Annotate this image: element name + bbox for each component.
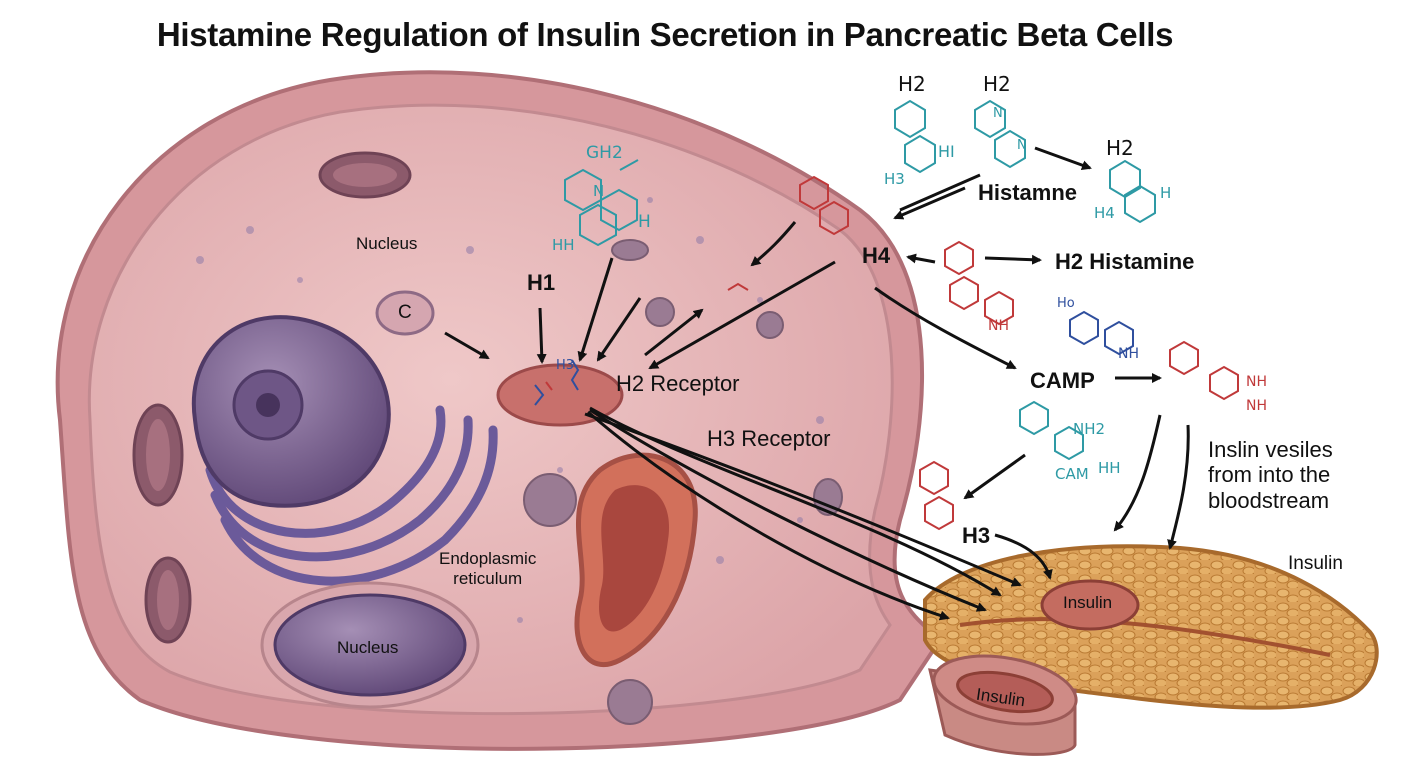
arrow-receptor-to-red	[644, 308, 704, 357]
chem-hi: HI	[938, 142, 955, 161]
chem-hh-teal: HH	[1098, 459, 1121, 477]
small-vesicles	[523, 239, 843, 725]
chem-n-center: N	[593, 182, 605, 200]
molecule-blue	[1069, 310, 1134, 356]
chem-h4-sub: H4	[1094, 204, 1115, 222]
arrow-h1-to-receptor	[536, 307, 547, 364]
nucleus-bottom-shape	[260, 581, 480, 709]
label-h4: H4	[862, 243, 891, 268]
chem-h3-small: H3	[556, 358, 575, 373]
label-camp: CAMP	[1030, 368, 1095, 393]
chem-h-right: H	[1160, 184, 1172, 202]
chem-nh-red: NH	[988, 318, 1009, 334]
chem-nh-red-3: NH	[1246, 398, 1267, 414]
endoplasmic-reticulum-shape	[205, 405, 498, 586]
molecule-teal-camp	[1019, 400, 1084, 461]
chem-hh: HH	[552, 236, 575, 254]
arrow-molecule-red-to-cell	[750, 221, 797, 267]
chem-h3-sub: H3	[884, 170, 905, 188]
label-insulin-pancreas: Insulin	[1063, 593, 1113, 612]
label-h2-receptor: H2 Receptor	[616, 371, 740, 396]
label-endoplasmic-reticulum: Endoplasmic reticulum	[439, 549, 537, 588]
arrow-receptor-to-pancreas-2	[589, 408, 987, 612]
label-h1: H1	[527, 270, 556, 295]
blood-vessel-shape	[928, 654, 1078, 756]
arrow-cell-molecule-to-receptor	[596, 297, 642, 362]
arrow-teal-to-h2	[1034, 146, 1092, 170]
label-insulin-right: Insulin	[1288, 553, 1343, 574]
chem-n-mid: N	[1017, 138, 1027, 153]
label-nucleus-top: Nucleus	[356, 234, 418, 253]
pathway-arrows	[444, 146, 1190, 621]
molecule-red	[727, 175, 1239, 531]
chem-nh-red-2: NH	[1246, 374, 1267, 390]
arrow-receptor-to-pancreas-3	[587, 410, 950, 621]
chem-cam: CAM	[1055, 465, 1089, 483]
receptor-molecule	[534, 359, 580, 406]
mitochondrion-left-2	[144, 556, 192, 644]
label-nucleus-bottom: Nucleus	[337, 638, 399, 657]
arrow-molecule-to-receptor	[577, 257, 614, 362]
diagram-title: Histamine Regulation of Insulin Secretio…	[156, 16, 1174, 53]
arrow-receptor-to-pancreas-4	[584, 412, 1022, 587]
chem-h2-b: H2	[983, 72, 1011, 96]
label-c-organelle: C	[398, 302, 412, 323]
arrow-molecule-to-pancreas-1	[1113, 414, 1162, 532]
arrow-h4-to-camp	[874, 286, 1017, 370]
molecule-teal-top	[894, 99, 1156, 224]
arrow-h4-to-h2-histamine	[984, 254, 1042, 265]
label-h3-receptor: H3 Receptor	[707, 426, 831, 451]
chem-h2-c: H2	[1106, 136, 1134, 160]
label-h3: H3	[962, 523, 991, 548]
arrow-histamine-return	[899, 173, 981, 212]
c-organelle-shape	[375, 290, 435, 336]
label-insulin-vesicles: Inslin vesiles from into the bloodstream	[1208, 437, 1333, 513]
arrow-molecule-to-pancreas-2	[1167, 424, 1190, 550]
chem-h2-a: H2	[898, 72, 926, 96]
chem-ho: Ho	[1057, 296, 1075, 311]
arrow-h4-to-left	[906, 253, 936, 264]
chem-nh-blue: NH	[1118, 346, 1139, 362]
chem-nh2: NH2	[1073, 420, 1106, 438]
chem-h-center: H	[638, 212, 651, 232]
secretory-granule	[574, 452, 698, 668]
nucleus-upper-shape	[191, 315, 391, 508]
label-histamine: Histamne	[978, 180, 1078, 205]
chem-n-top: N	[993, 106, 1003, 121]
arrow-cam-to-red	[963, 453, 1026, 500]
arrow-histamine-to-molecule	[893, 186, 966, 220]
molecule-teal-cell	[564, 159, 639, 247]
arrow-h4-to-receptor	[648, 260, 836, 370]
arrow-c-to-receptor	[444, 331, 490, 360]
arrow-h3-to-pancreas	[994, 533, 1053, 580]
label-h2-histamine: H2 Histamine	[1055, 249, 1195, 274]
mitochondrion-top	[318, 151, 412, 199]
cytoplasm	[87, 103, 894, 716]
mitochondrion-left-1	[132, 403, 184, 507]
chem-gh2: GH2	[586, 143, 623, 163]
